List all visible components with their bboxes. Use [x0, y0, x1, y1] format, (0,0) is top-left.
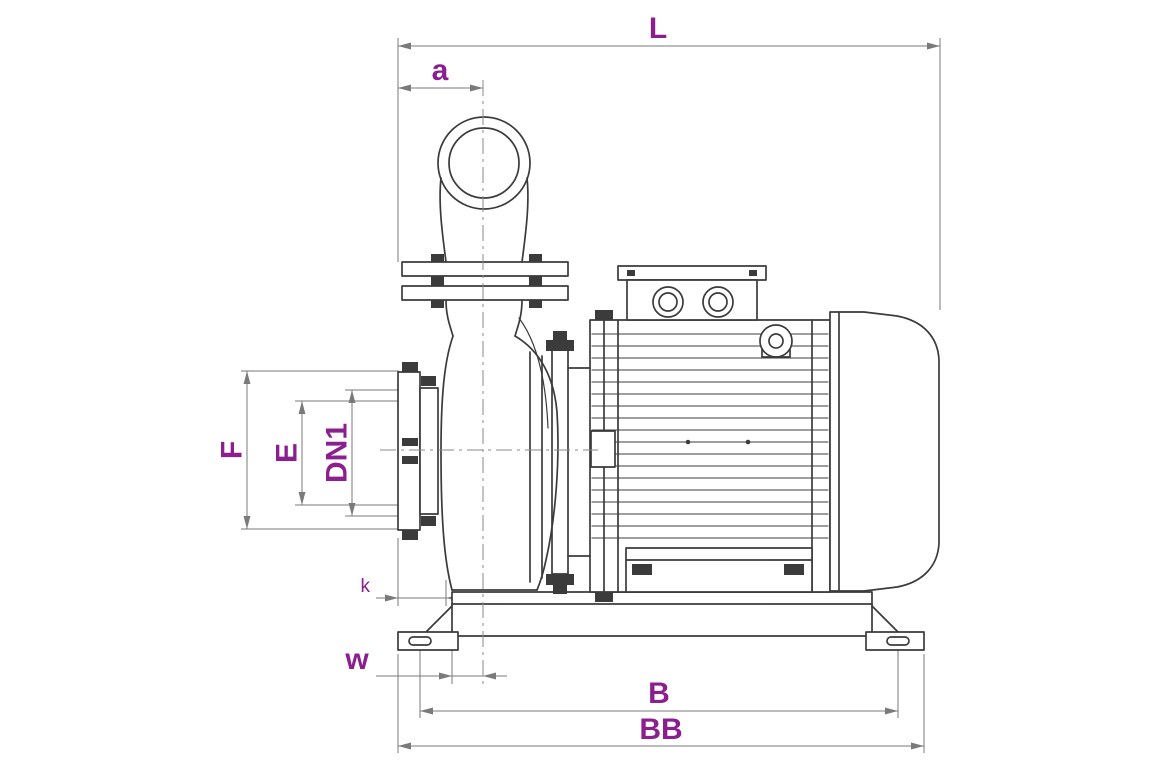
cable-gland-right: [702, 286, 734, 318]
suction-flange-hub: [419, 387, 439, 515]
right-foot-plate: [865, 631, 925, 651]
adapter-bolts: [546, 331, 574, 594]
discharge-elbow: [437, 116, 531, 263]
discharge-flange: [401, 254, 569, 308]
label-E: E: [271, 443, 304, 463]
suction-flange-face: [397, 371, 421, 531]
lifting-eye: [759, 324, 793, 358]
suction-flange-bolts: [402, 362, 436, 540]
volute-inner-wall: [518, 317, 549, 429]
volute-outline-left: [440, 335, 454, 591]
label-k: k: [361, 576, 371, 597]
dimension-lines: [241, 38, 941, 753]
label-w: w: [344, 643, 369, 676]
volute-casing: [440, 299, 559, 591]
label-F: F: [216, 441, 249, 459]
left-foot-slot: [408, 636, 432, 646]
motor-body: [589, 310, 831, 602]
label-a: a: [432, 54, 449, 87]
discharge-port-bore: [448, 127, 520, 199]
discharge-flange-bolts: [431, 254, 542, 308]
left-foot-plate: [397, 631, 459, 651]
measure-lines: [243, 42, 940, 750]
dimension-labels: L a F E DN1 k w B BB: [216, 12, 683, 746]
motor-feet-block: [625, 547, 813, 593]
motor-cooling-fins: [591, 333, 829, 539]
cable-gland-left: [652, 286, 684, 318]
centerlines: [380, 80, 598, 684]
motor-foot-bolts: [595, 310, 804, 602]
right-foot-slot: [886, 636, 910, 646]
baseplate: [397, 591, 925, 651]
pump-motor-adapter: [546, 331, 591, 594]
label-B: B: [648, 677, 670, 710]
label-DN1: DN1: [321, 423, 354, 483]
fan-cover: [829, 311, 940, 592]
label-BB: BB: [639, 713, 682, 746]
pump-unit-drawing: [397, 116, 940, 651]
terminal-box: [617, 265, 767, 321]
label-L: L: [649, 12, 667, 45]
motor-nameplate: [590, 430, 616, 468]
suction-flange: [397, 362, 439, 540]
